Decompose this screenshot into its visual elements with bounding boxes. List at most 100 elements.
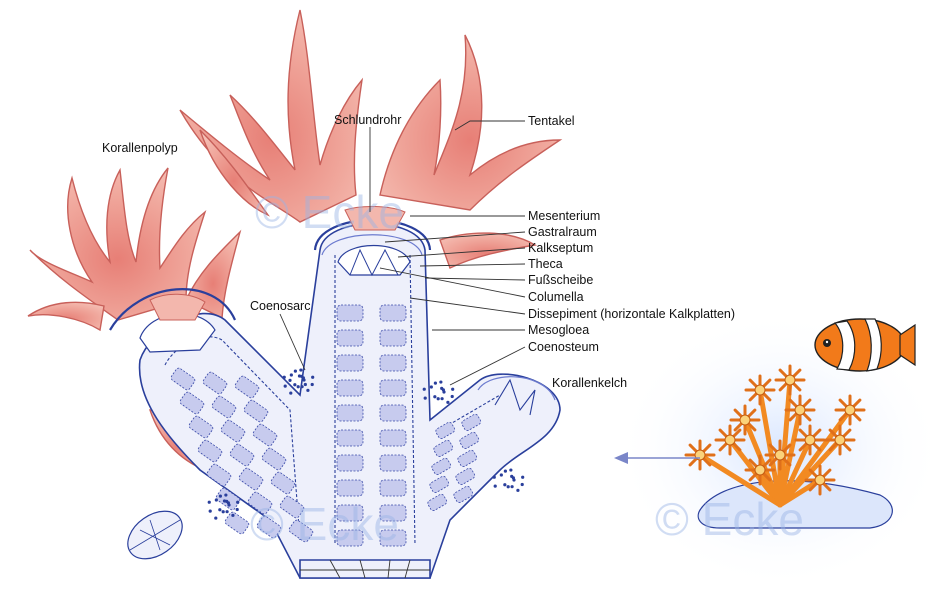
labels: Korallenpolyp Schlundrohr Tentakel Mesen… [102, 113, 735, 390]
chamber [336, 529, 364, 547]
tissue-dot [440, 386, 444, 390]
label-theca: Theca [528, 257, 563, 271]
chamber [336, 504, 364, 522]
tissue-dot [293, 369, 297, 373]
tissue-dot [293, 383, 297, 387]
label-schlundrohr: Schlundrohr [334, 113, 401, 127]
chamber [379, 329, 407, 347]
chamber [379, 379, 407, 397]
chamber [243, 399, 269, 423]
coenosarc-dots [207, 368, 525, 520]
tissue-dot [236, 500, 240, 504]
tissue-dot [297, 374, 302, 378]
tissue-dot [218, 508, 222, 512]
chamber [431, 457, 452, 475]
tissue-dot [450, 394, 454, 399]
label-kalkseptum: Kalkseptum [528, 241, 593, 255]
coral-polyp-mouth [794, 404, 806, 416]
chamber [336, 379, 364, 397]
tissue-dot [440, 397, 444, 401]
coral-polyp-mouth [814, 474, 826, 486]
polyp-calyces [109, 206, 556, 416]
label-fussscheibe: Fußscheibe [528, 273, 593, 287]
chamber [202, 371, 228, 395]
chamber [379, 354, 407, 372]
tissue-dot [436, 397, 440, 401]
chamber [379, 304, 407, 322]
coral-branch [777, 407, 853, 508]
chamber [379, 529, 407, 547]
chamber [336, 429, 364, 447]
chamber [461, 413, 482, 431]
chamber [336, 304, 364, 322]
tissue-dot [503, 483, 507, 487]
chamber [459, 431, 480, 449]
tissue-dot [218, 494, 222, 498]
coral-polyp-mouth [724, 434, 736, 446]
clownfish-icon [814, 318, 916, 372]
left-polyp-tentacles [27, 167, 242, 471]
chamber [229, 443, 255, 467]
tissue-dot [499, 473, 503, 477]
chamber [336, 404, 364, 422]
tissue-dot [503, 469, 507, 473]
chamber [234, 375, 260, 399]
chamber [455, 467, 476, 485]
coral-polyp-mouth [754, 384, 766, 396]
label-gastralraum: Gastralraum [528, 225, 597, 239]
tissue-dot [289, 391, 293, 395]
dissepiment-chambers [170, 304, 482, 547]
watermark-text: © Ecke [255, 186, 404, 238]
tissue-dot [299, 368, 303, 372]
tissue-dot [422, 387, 426, 391]
label-coenosarc: Coenosarc [250, 299, 310, 313]
coral-branch [777, 437, 813, 508]
coral-branch [697, 452, 783, 508]
tissue-dot [516, 488, 520, 492]
chamber [247, 491, 273, 515]
tissue-dot [429, 385, 433, 389]
coral-polyp-mouth [834, 434, 846, 446]
tissue-dot [221, 510, 225, 514]
chamber [379, 479, 407, 497]
tissue-dot [509, 468, 513, 472]
tissue-dot [283, 384, 287, 388]
label-korallenpolyp: Korallenpolyp [102, 141, 178, 155]
coral-polyp-mouth [754, 464, 766, 476]
tissue-dot [214, 498, 218, 502]
coral-branch [757, 387, 783, 508]
chamber [379, 429, 407, 447]
chamber [433, 439, 454, 457]
tissue-dot [492, 475, 496, 479]
tissue-dot [451, 387, 455, 391]
chamber [252, 423, 278, 447]
label-dissepiment: Dissepiment (horizontale Kalkplatten) [528, 307, 735, 321]
chamber [270, 471, 296, 495]
chamber [435, 421, 456, 439]
tissue-dot [520, 482, 524, 487]
tissue-dot [231, 513, 235, 517]
chamber [336, 329, 364, 347]
coral-polyp-mouth [774, 449, 786, 461]
label-coenosteum: Coenosteum [528, 340, 599, 354]
chamber [261, 447, 287, 471]
tissue-dot [439, 380, 443, 384]
tissue-dot [296, 385, 300, 389]
coral-skeleton [138, 223, 561, 579]
tissue-dot [282, 375, 286, 379]
chamber [429, 475, 450, 493]
tissue-dot [208, 509, 212, 513]
coral-branch [742, 417, 783, 508]
coral-polyp-mouth [784, 374, 796, 386]
chamber [336, 479, 364, 497]
chamber [379, 404, 407, 422]
tissue-dot [510, 485, 514, 489]
tissue-dot [303, 382, 307, 387]
chamber [220, 419, 246, 443]
chamber [427, 493, 448, 511]
coral-branch [777, 377, 793, 508]
chamber [238, 467, 264, 491]
tissue-dot [306, 388, 310, 392]
